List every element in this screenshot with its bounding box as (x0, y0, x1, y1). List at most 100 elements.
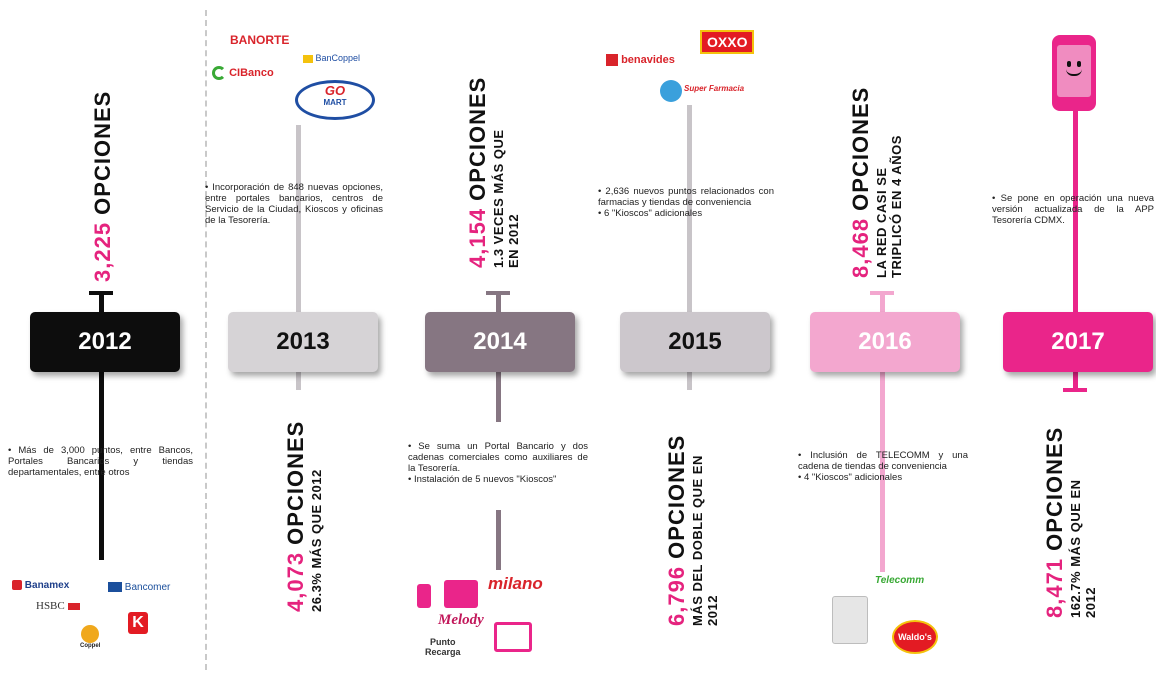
banorte-logo: BANORTE (230, 33, 289, 47)
year-box-2017: 2017 (1003, 312, 1153, 372)
connector-2014-top (496, 293, 501, 313)
connector-2013-top (296, 125, 301, 315)
smartphone-app-icon (1052, 35, 1096, 111)
benavides-label: benavides (621, 54, 675, 66)
options-2016-note-2: TRIPLICÓ EN 4 AÑOS (889, 135, 904, 278)
connector-2014-bottom-2 (496, 510, 501, 570)
bullet-2012-1: • Más de 3,000 puntos, entre Bancos, Por… (8, 445, 193, 478)
options-2012-number: 3,225 (90, 221, 115, 282)
bancomer-label: Bancomer (124, 582, 171, 593)
cibanco-label: CIBanco (229, 66, 274, 79)
year-box-2016: 2016 (810, 312, 960, 372)
options-2017-note-1: 162.7% MÁS QUE EN (1068, 479, 1083, 618)
oxxo-k-logo: K (128, 612, 148, 634)
gomart-bottom: MART (323, 98, 347, 107)
connector-2017-cap (1063, 388, 1087, 392)
options-2016: 8,468 OPCIONES LA RED CASI SE TRIPLICÓ E… (848, 87, 904, 278)
options-2014-note-1: 1.3 VECES MÁS QUE (491, 129, 506, 268)
options-2016-note-1: LA RED CASI SE (874, 167, 889, 278)
options-2017-note-2: 2012 (1083, 587, 1098, 618)
bullet-2015-2: • 6 "Kioscos" adicionales (598, 208, 703, 219)
year-box-2014: 2014 (425, 312, 575, 372)
smiley-mouth-icon (1066, 69, 1082, 76)
bancomer-logo: Bancomer (108, 582, 170, 593)
year-box-2013: 2013 (228, 312, 378, 372)
waldos-logo: Waldo's (892, 620, 938, 654)
options-2017-word: OPCIONES (1042, 426, 1067, 551)
hsbc-icon (67, 602, 80, 610)
gomart-top: GO (324, 83, 346, 98)
smiley-eye-right-icon (1077, 61, 1081, 67)
telecomm-label: Telecomm (875, 575, 925, 586)
oxxo-logo: OXXO (700, 30, 755, 54)
bullet-2014-1: • Se suma un Portal Bancario y dos caden… (408, 441, 588, 474)
milano-label: milano (488, 574, 543, 593)
connector-2015-top (687, 105, 692, 315)
bullets-2012: • Más de 3,000 puntos, entre Bancos, Por… (8, 445, 193, 478)
benavides-icon (606, 54, 618, 67)
benavides-logo: benavides (606, 54, 675, 67)
separator-dashed-line (205, 10, 207, 670)
options-2014-number: 4,154 (465, 207, 490, 268)
bullet-2013-1: • Incorporación de 848 nuevas opciones, … (205, 182, 383, 226)
options-2013: 4,073 OPCIONES 26.3% MÁS QUE 2012 (283, 421, 324, 612)
tv-icon (444, 580, 478, 608)
options-2016-number: 8,468 (848, 217, 873, 278)
options-2013-note: 26.3% MÁS QUE 2012 (309, 469, 324, 612)
options-2015-note-2: 2012 (705, 595, 720, 626)
options-2014-note-2: EN 2012 (506, 213, 521, 268)
bullets-2015: • 2,636 nuevos puntos relacionados con f… (598, 186, 774, 219)
superfarmacia-label: Super Farmacia (684, 84, 745, 93)
options-2012: 3,225 OPCIONES (90, 91, 116, 282)
telecomm-logo: Telecomm (875, 575, 924, 586)
bullet-2016-1: • Inclusión de TELECOMM y una cadena de … (798, 450, 968, 472)
banorte-label: BANORTE (230, 33, 290, 47)
bullet-2016-2: • 4 "Kioscos" adicionales (798, 472, 903, 483)
punto-recarga-line-2: Recarga (425, 647, 461, 657)
coppel-label: Coppel (80, 643, 101, 649)
gomart-logo: GO MART (295, 80, 375, 120)
bullets-2017: • Se pone en operación una nueva versión… (992, 193, 1154, 226)
year-box-2015: 2015 (620, 312, 770, 372)
options-2015-number: 6,796 (664, 565, 689, 626)
cibanco-logo: CIBanco (212, 66, 274, 80)
laptop-icon (494, 622, 532, 652)
connector-2017-bottom (1073, 372, 1078, 390)
options-2012-word: OPCIONES (90, 90, 115, 215)
superfarmacia-icon (660, 80, 682, 102)
melody-logo: Melody (438, 612, 484, 629)
phone-small-1-icon (417, 584, 431, 608)
bullets-2014: • Se suma un Portal Bancario y dos caden… (408, 441, 588, 485)
connector-2012-top (99, 293, 104, 313)
cibanco-icon (212, 66, 226, 80)
options-2013-number: 4,073 (283, 551, 308, 612)
milano-logo: milano (488, 574, 543, 594)
bullets-2016: • Inclusión de TELECOMM y una cadena de … (798, 450, 968, 483)
options-2017-number: 8,471 (1042, 557, 1067, 618)
bullets-2013: • Incorporación de 848 nuevas opciones, … (205, 182, 383, 226)
options-2017: 8,471 OPCIONES 162.7% MÁS QUE EN 2012 (1042, 427, 1098, 618)
connector-2016-cap (870, 291, 894, 295)
hsbc-label: HSBC (36, 600, 65, 612)
connector-2017-top (1073, 110, 1078, 315)
bancoppel-logo: BanCoppel (303, 53, 360, 63)
connector-2016-top (880, 293, 885, 313)
bullet-2014-2: • Instalación de 5 nuevos "Kioscos" (408, 474, 557, 485)
options-2014-word: OPCIONES (465, 76, 490, 201)
connector-2012-bottom (99, 372, 104, 560)
banamex-label: Banamex (24, 580, 70, 591)
options-2014: 4,154 OPCIONES 1.3 VECES MÁS QUE EN 2012 (465, 77, 521, 268)
bancoppel-label: BanCoppel (315, 53, 361, 63)
connector-2014-cap (486, 291, 510, 295)
options-2015-word: OPCIONES (664, 434, 689, 559)
hsbc-logo: HSBC (36, 600, 80, 612)
bullet-2015-1: • 2,636 nuevos puntos relacionados con f… (598, 186, 774, 208)
coppel-logo: Coppel (80, 625, 100, 649)
options-2015: 6,796 OPCIONES MÁS DEL DOBLE QUE EN 2012 (664, 435, 720, 626)
waldos-label: Waldo's (898, 632, 932, 642)
bullet-2017-1: • Se pone en operación una nueva versión… (992, 193, 1154, 226)
superfarmacia-logo: Super Farmacia (684, 84, 744, 93)
options-2016-word: OPCIONES (848, 86, 873, 211)
kiosk-icon (832, 596, 868, 644)
options-2013-word: OPCIONES (283, 420, 308, 545)
